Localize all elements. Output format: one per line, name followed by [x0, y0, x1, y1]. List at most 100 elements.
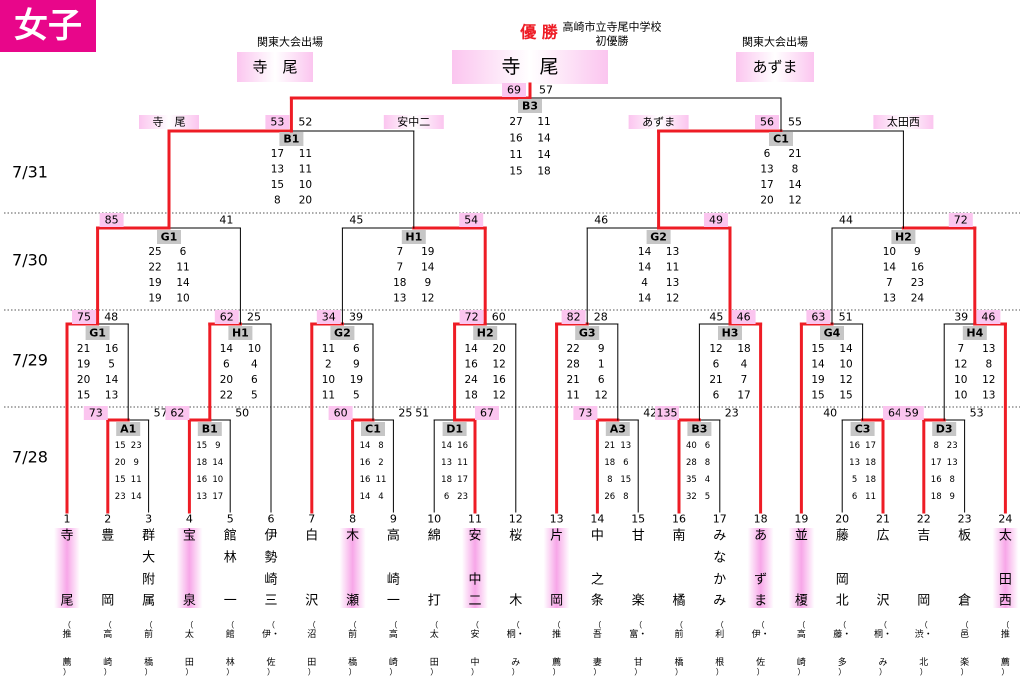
- team-number: 19: [794, 513, 808, 526]
- team-number: 2: [104, 513, 111, 526]
- kanto-right-name: あずま: [752, 58, 797, 76]
- r3-match-box: [157, 230, 181, 244]
- school-char: み: [878, 657, 887, 668]
- school-paren: ）: [553, 668, 561, 677]
- team-name-char: 沢: [876, 594, 889, 609]
- r1-set-left: 16: [849, 441, 860, 451]
- school-paren: （: [675, 621, 683, 630]
- team-name-char: 藤: [836, 529, 849, 544]
- team-name-char: 白: [305, 528, 318, 544]
- final-set-right: 18: [537, 166, 550, 178]
- school-paren: （: [185, 621, 193, 630]
- team-number: 4: [186, 513, 193, 526]
- school-char: 渋・: [915, 628, 933, 640]
- r1-set-right: 5: [705, 492, 710, 502]
- final-match-label: B3: [522, 100, 538, 113]
- team-name-char: 南: [672, 528, 685, 544]
- r1-set-right: 23: [947, 441, 958, 451]
- team-name-char: 吉: [917, 529, 930, 544]
- team-number: 1: [64, 513, 71, 526]
- team-name-char: 倉: [958, 594, 971, 609]
- school-paren: （: [634, 621, 642, 630]
- team-number: 17: [713, 513, 727, 526]
- r2-score-left: 34: [322, 311, 336, 324]
- r4-set-right: 12: [788, 195, 801, 207]
- r1-set-right: 14: [131, 492, 142, 502]
- r4-set-right: 21: [788, 148, 801, 160]
- r2-score-bg: [316, 310, 341, 324]
- school-char: 桐・: [507, 628, 525, 640]
- semi-team-name: 寺 尾: [153, 116, 186, 129]
- r1-set-right: 11: [131, 475, 142, 485]
- school-paren: （: [838, 621, 846, 630]
- r2-score-right: 51: [839, 311, 853, 324]
- team-name-char: 木: [509, 594, 522, 609]
- r2-set-left: 14: [220, 343, 234, 355]
- r1-match-label: B3: [691, 423, 707, 436]
- r2-score-right: 39: [349, 311, 363, 324]
- team-name-char: 宝: [183, 529, 196, 544]
- school-paren: ）: [267, 668, 275, 677]
- r1-match-label: C3: [855, 423, 871, 436]
- school-paren: （: [389, 621, 397, 630]
- team-name-char: 三: [264, 594, 277, 609]
- r3-set-right: 13: [666, 277, 679, 289]
- team-number: 20: [835, 513, 849, 526]
- r2-set-right: 12: [982, 374, 995, 386]
- team-number: 5: [227, 513, 234, 526]
- school-char: 前: [144, 628, 153, 640]
- team-name-char: み: [713, 594, 726, 609]
- school-char: 田: [307, 657, 316, 668]
- r3-set-left: 7: [886, 277, 893, 289]
- r2-set-right: 5: [353, 390, 360, 402]
- team-number: 18: [754, 513, 768, 526]
- school-paren: ）: [675, 668, 683, 677]
- r3-set-right: 9: [424, 277, 431, 289]
- r1-set-left: 16: [196, 475, 207, 485]
- r2-set-right: 12: [493, 359, 506, 371]
- r2-set-right: 9: [353, 359, 360, 371]
- semi-name-box: [628, 115, 689, 129]
- school-char: 邑: [960, 629, 969, 640]
- r1-set-left: 15: [196, 441, 207, 451]
- r2-match-box: [718, 326, 742, 340]
- kanto-label-left: 関東大会出場: [257, 35, 323, 49]
- final-set-left: 27: [509, 116, 522, 128]
- r1-set-left: 21: [604, 441, 615, 451]
- school-char: 佐: [266, 656, 275, 668]
- r1-match-box: [687, 422, 712, 436]
- r1-set-right: 2: [378, 458, 383, 468]
- school-paren: ）: [349, 668, 357, 677]
- team-name-char: 伊: [264, 529, 277, 544]
- school-paren: ）: [593, 668, 601, 677]
- r4-score-left: 56: [760, 116, 774, 129]
- r2-set-right: 7: [741, 374, 748, 386]
- r3-set-left: 14: [638, 293, 652, 305]
- r1-set-left: 13: [441, 458, 452, 468]
- r4-match-label: B1: [283, 133, 299, 146]
- team-name-char: 瀬: [346, 594, 359, 609]
- r3-match-label: H2: [895, 231, 912, 244]
- school-paren: （: [879, 621, 887, 630]
- r2-set-right: 13: [105, 390, 118, 402]
- r2-set-left: 10: [322, 374, 335, 386]
- r1-set-right: 16: [457, 441, 468, 451]
- r2-set-right: 10: [248, 343, 261, 355]
- date-label: 7/28: [12, 448, 48, 467]
- r3-set-right: 16: [911, 262, 925, 274]
- school-char: 吾: [593, 629, 602, 640]
- r1-score-right: 67: [480, 407, 494, 420]
- r2-set-right: 1: [598, 359, 605, 371]
- r1-score-left: 51: [415, 407, 429, 420]
- r1-match-box: [850, 422, 875, 436]
- r2-match-box: [575, 326, 600, 340]
- r3-set-left: 7: [396, 262, 403, 274]
- r3-set-right: 19: [421, 246, 434, 258]
- team-name-char: な: [713, 551, 726, 566]
- r3-set-right: 23: [911, 277, 924, 289]
- r1-score-bg: [899, 406, 924, 420]
- r2-set-right: 13: [982, 390, 995, 402]
- r2-score-left: 63: [811, 311, 825, 324]
- r3-set-left: 14: [883, 262, 897, 274]
- school-paren: ）: [104, 668, 112, 677]
